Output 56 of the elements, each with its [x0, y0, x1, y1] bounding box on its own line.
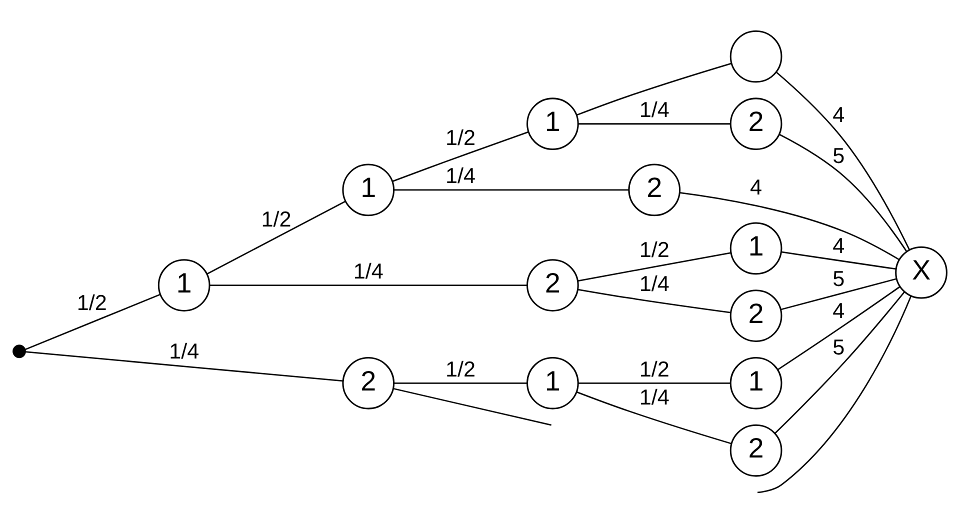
node-circle: X: [895, 246, 948, 298]
connector: [781, 250, 896, 270]
edge-label: 1/2: [446, 124, 476, 150]
node-circle: 1: [158, 258, 210, 311]
connector: [392, 130, 529, 182]
node-circle: 1: [730, 356, 782, 409]
connector: [210, 284, 527, 286]
node-circle: 2: [342, 356, 395, 409]
edge-label: 1/4: [639, 96, 670, 122]
node-dot: [12, 344, 26, 358]
edge-label: 1/4: [353, 258, 384, 283]
connector: [576, 390, 732, 444]
connector: [680, 191, 900, 260]
connector: [780, 278, 896, 310]
connector: [757, 295, 912, 493]
edge-label: 1/4: [639, 384, 670, 409]
edge-label: 1/2: [261, 206, 292, 231]
connector: [774, 291, 905, 434]
node-circle: 2: [730, 289, 782, 342]
connector: [778, 133, 908, 252]
node-circle: 1: [730, 222, 782, 274]
edge-label: 5: [832, 266, 845, 291]
edge-label: 4: [832, 232, 845, 258]
connector: [578, 288, 731, 313]
node-circle: 1: [526, 97, 579, 150]
node-circle: 2: [526, 258, 579, 311]
edge-label: 5: [832, 142, 845, 168]
node-circle: 2: [628, 163, 681, 216]
connector: [578, 252, 732, 282]
edge-label: 4: [832, 102, 845, 127]
edge-label: 1/4: [639, 270, 670, 296]
node-circle: 2: [730, 97, 782, 150]
edge-label: 1/4: [446, 162, 476, 188]
connector: [394, 188, 629, 190]
node-circle: 1: [526, 356, 579, 409]
connector: [25, 350, 343, 382]
node-circle: 1: [342, 163, 395, 216]
connector: [778, 286, 900, 370]
edge-label: 1/2: [446, 356, 476, 381]
edge-label: 4: [832, 297, 845, 322]
node-circle: 2: [730, 424, 782, 476]
edge-label: 1/2: [76, 290, 107, 315]
edge-label: 1/4: [169, 338, 200, 363]
connector: [206, 200, 346, 274]
connector: [576, 62, 732, 116]
edge-label: 5: [832, 334, 845, 360]
connector: [394, 382, 527, 384]
connector: [578, 382, 730, 384]
connector: [393, 387, 552, 426]
connector: [578, 122, 730, 124]
connector: [24, 293, 160, 350]
node-circle: [730, 30, 782, 82]
edge-label: 1/2: [639, 356, 670, 381]
edge-label: 4: [750, 174, 762, 200]
edge-label: 1/2: [639, 236, 670, 262]
connector: [776, 71, 910, 250]
